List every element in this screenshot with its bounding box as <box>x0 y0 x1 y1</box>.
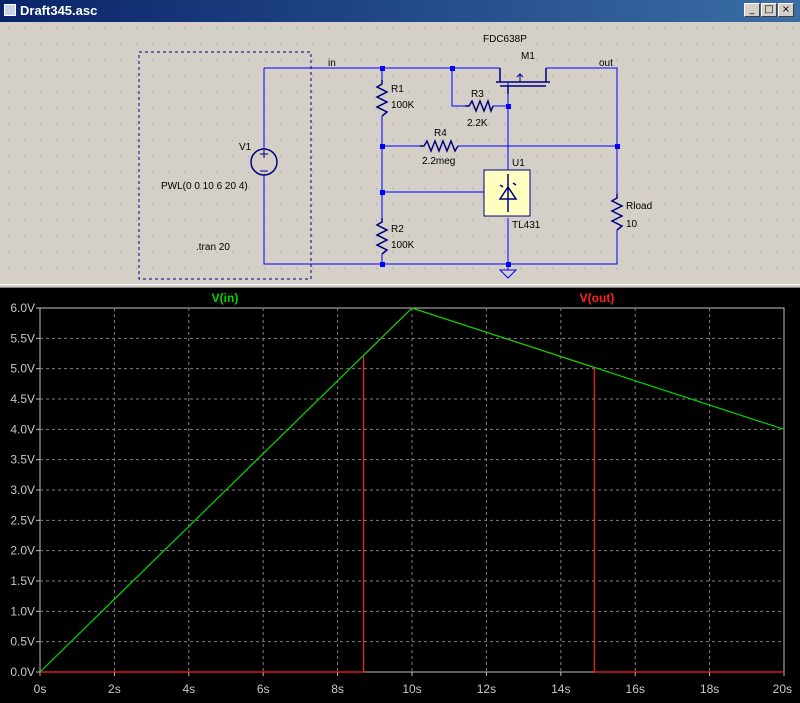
close-button[interactable]: × <box>778 3 794 17</box>
restore-button[interactable]: □ <box>761 3 777 17</box>
window-title: Draft345.asc <box>20 3 98 18</box>
pane-splitter[interactable] <box>0 284 800 288</box>
voltage-source-v1[interactable] <box>250 148 278 176</box>
x-tick-label: 10s <box>402 682 421 696</box>
x-tick-label: 6s <box>257 682 270 696</box>
rload-value-label: 10 <box>626 219 638 230</box>
x-tick-label: 14s <box>551 682 570 696</box>
net-label-in: in <box>328 58 336 69</box>
title-bar: Draft345.asc _ □ × <box>0 0 800 22</box>
legend-vout[interactable]: V(out) <box>580 291 615 305</box>
m1-name-label: M1 <box>521 51 535 62</box>
y-tick-label: 4.5V <box>10 392 35 406</box>
trace-vin <box>39 307 785 673</box>
m1-model-label: FDC638P <box>483 34 527 45</box>
x-tick-label: 16s <box>626 682 645 696</box>
trace-legend[interactable]: V(in) V(out) <box>212 291 615 305</box>
resistor-r4[interactable] <box>420 138 459 154</box>
waveform-pane[interactable]: 0.0V 0.5V 1.0V 1.5V 2.0V 2.5V 3.0V 3.5V 4.0V 4.5V… <box>0 288 800 703</box>
x-axis-ticks: 0s 2s 4s 6s 8s 10s 12s 14s 16s 18s 20s <box>34 672 792 696</box>
y-tick-label: 4.0V <box>10 422 35 436</box>
y-tick-label: 2.5V <box>10 513 35 527</box>
resistor-r2[interactable] <box>375 218 389 255</box>
y-tick-label: 6.0V <box>10 301 35 315</box>
plot-traces <box>39 307 785 673</box>
v1-name-label: V1 <box>239 142 252 153</box>
junctions <box>380 66 620 267</box>
x-tick-label: 4s <box>182 682 195 696</box>
u1-model-label: TL431 <box>512 220 541 231</box>
y-axis-ticks: 0.0V 0.5V 1.0V 1.5V 2.0V 2.5V 3.0V 3.5V 4.0V 4.5V… <box>10 301 40 679</box>
net-label-out: out <box>599 58 613 69</box>
mosfet-m1[interactable] <box>496 68 550 94</box>
v1-value-label: PWL(0 0 10 6 20 4) <box>161 181 248 192</box>
document-icon <box>4 4 16 16</box>
plot-grid <box>39 307 785 673</box>
x-tick-label: 8s <box>331 682 344 696</box>
x-tick-label: 2s <box>108 682 121 696</box>
resistor-rload[interactable] <box>610 194 624 231</box>
y-tick-label: 1.5V <box>10 574 35 588</box>
r4-value-label: 2.2meg <box>422 156 455 167</box>
directive-box[interactable] <box>138 51 312 280</box>
legend-vin[interactable]: V(in) <box>212 291 239 305</box>
y-tick-label: 3.0V <box>10 483 35 497</box>
schematic-pane[interactable]: in out FDC638P M1 R1 100K R2 100K R3 2.2… <box>0 22 800 284</box>
y-tick-label: 0.5V <box>10 635 35 649</box>
y-tick-label: 0.0V <box>10 665 35 679</box>
u1-name-label: U1 <box>512 158 525 169</box>
x-tick-label: 18s <box>700 682 719 696</box>
r3-value-label: 2.2K <box>467 118 488 129</box>
schematic-canvas[interactable]: in out FDC638P M1 R1 100K R2 100K R3 2.2… <box>0 22 800 284</box>
shunt-regulator-u1[interactable] <box>483 169 531 217</box>
y-tick-label: 3.5V <box>10 453 35 467</box>
y-tick-label: 5.5V <box>10 331 35 345</box>
wires <box>263 67 618 270</box>
y-tick-label: 1.0V <box>10 604 35 618</box>
y-tick-label: 5.0V <box>10 362 35 376</box>
ground-icon[interactable] <box>498 269 518 279</box>
r4-name-label: R4 <box>434 128 447 139</box>
r2-name-label: R2 <box>391 224 404 235</box>
r2-value-label: 100K <box>391 240 415 251</box>
r3-name-label: R3 <box>471 89 484 100</box>
resistor-r3[interactable] <box>465 98 494 114</box>
waveform-chart[interactable]: 0.0V 0.5V 1.0V 1.5V 2.0V 2.5V 3.0V 3.5V 4.0V 4.5V… <box>0 288 800 703</box>
r1-name-label: R1 <box>391 84 404 95</box>
grid-dots <box>8 28 793 269</box>
tran-directive[interactable]: .tran 20 <box>196 242 230 253</box>
y-tick-label: 2.0V <box>10 544 35 558</box>
resistor-r1[interactable] <box>375 80 389 117</box>
rload-name-label: Rload <box>626 201 652 212</box>
minimize-button[interactable]: _ <box>744 3 760 17</box>
x-tick-label: 12s <box>477 682 496 696</box>
x-tick-label: 20s <box>773 682 792 696</box>
r1-value-label: 100K <box>391 100 415 111</box>
x-tick-label: 0s <box>34 682 47 696</box>
